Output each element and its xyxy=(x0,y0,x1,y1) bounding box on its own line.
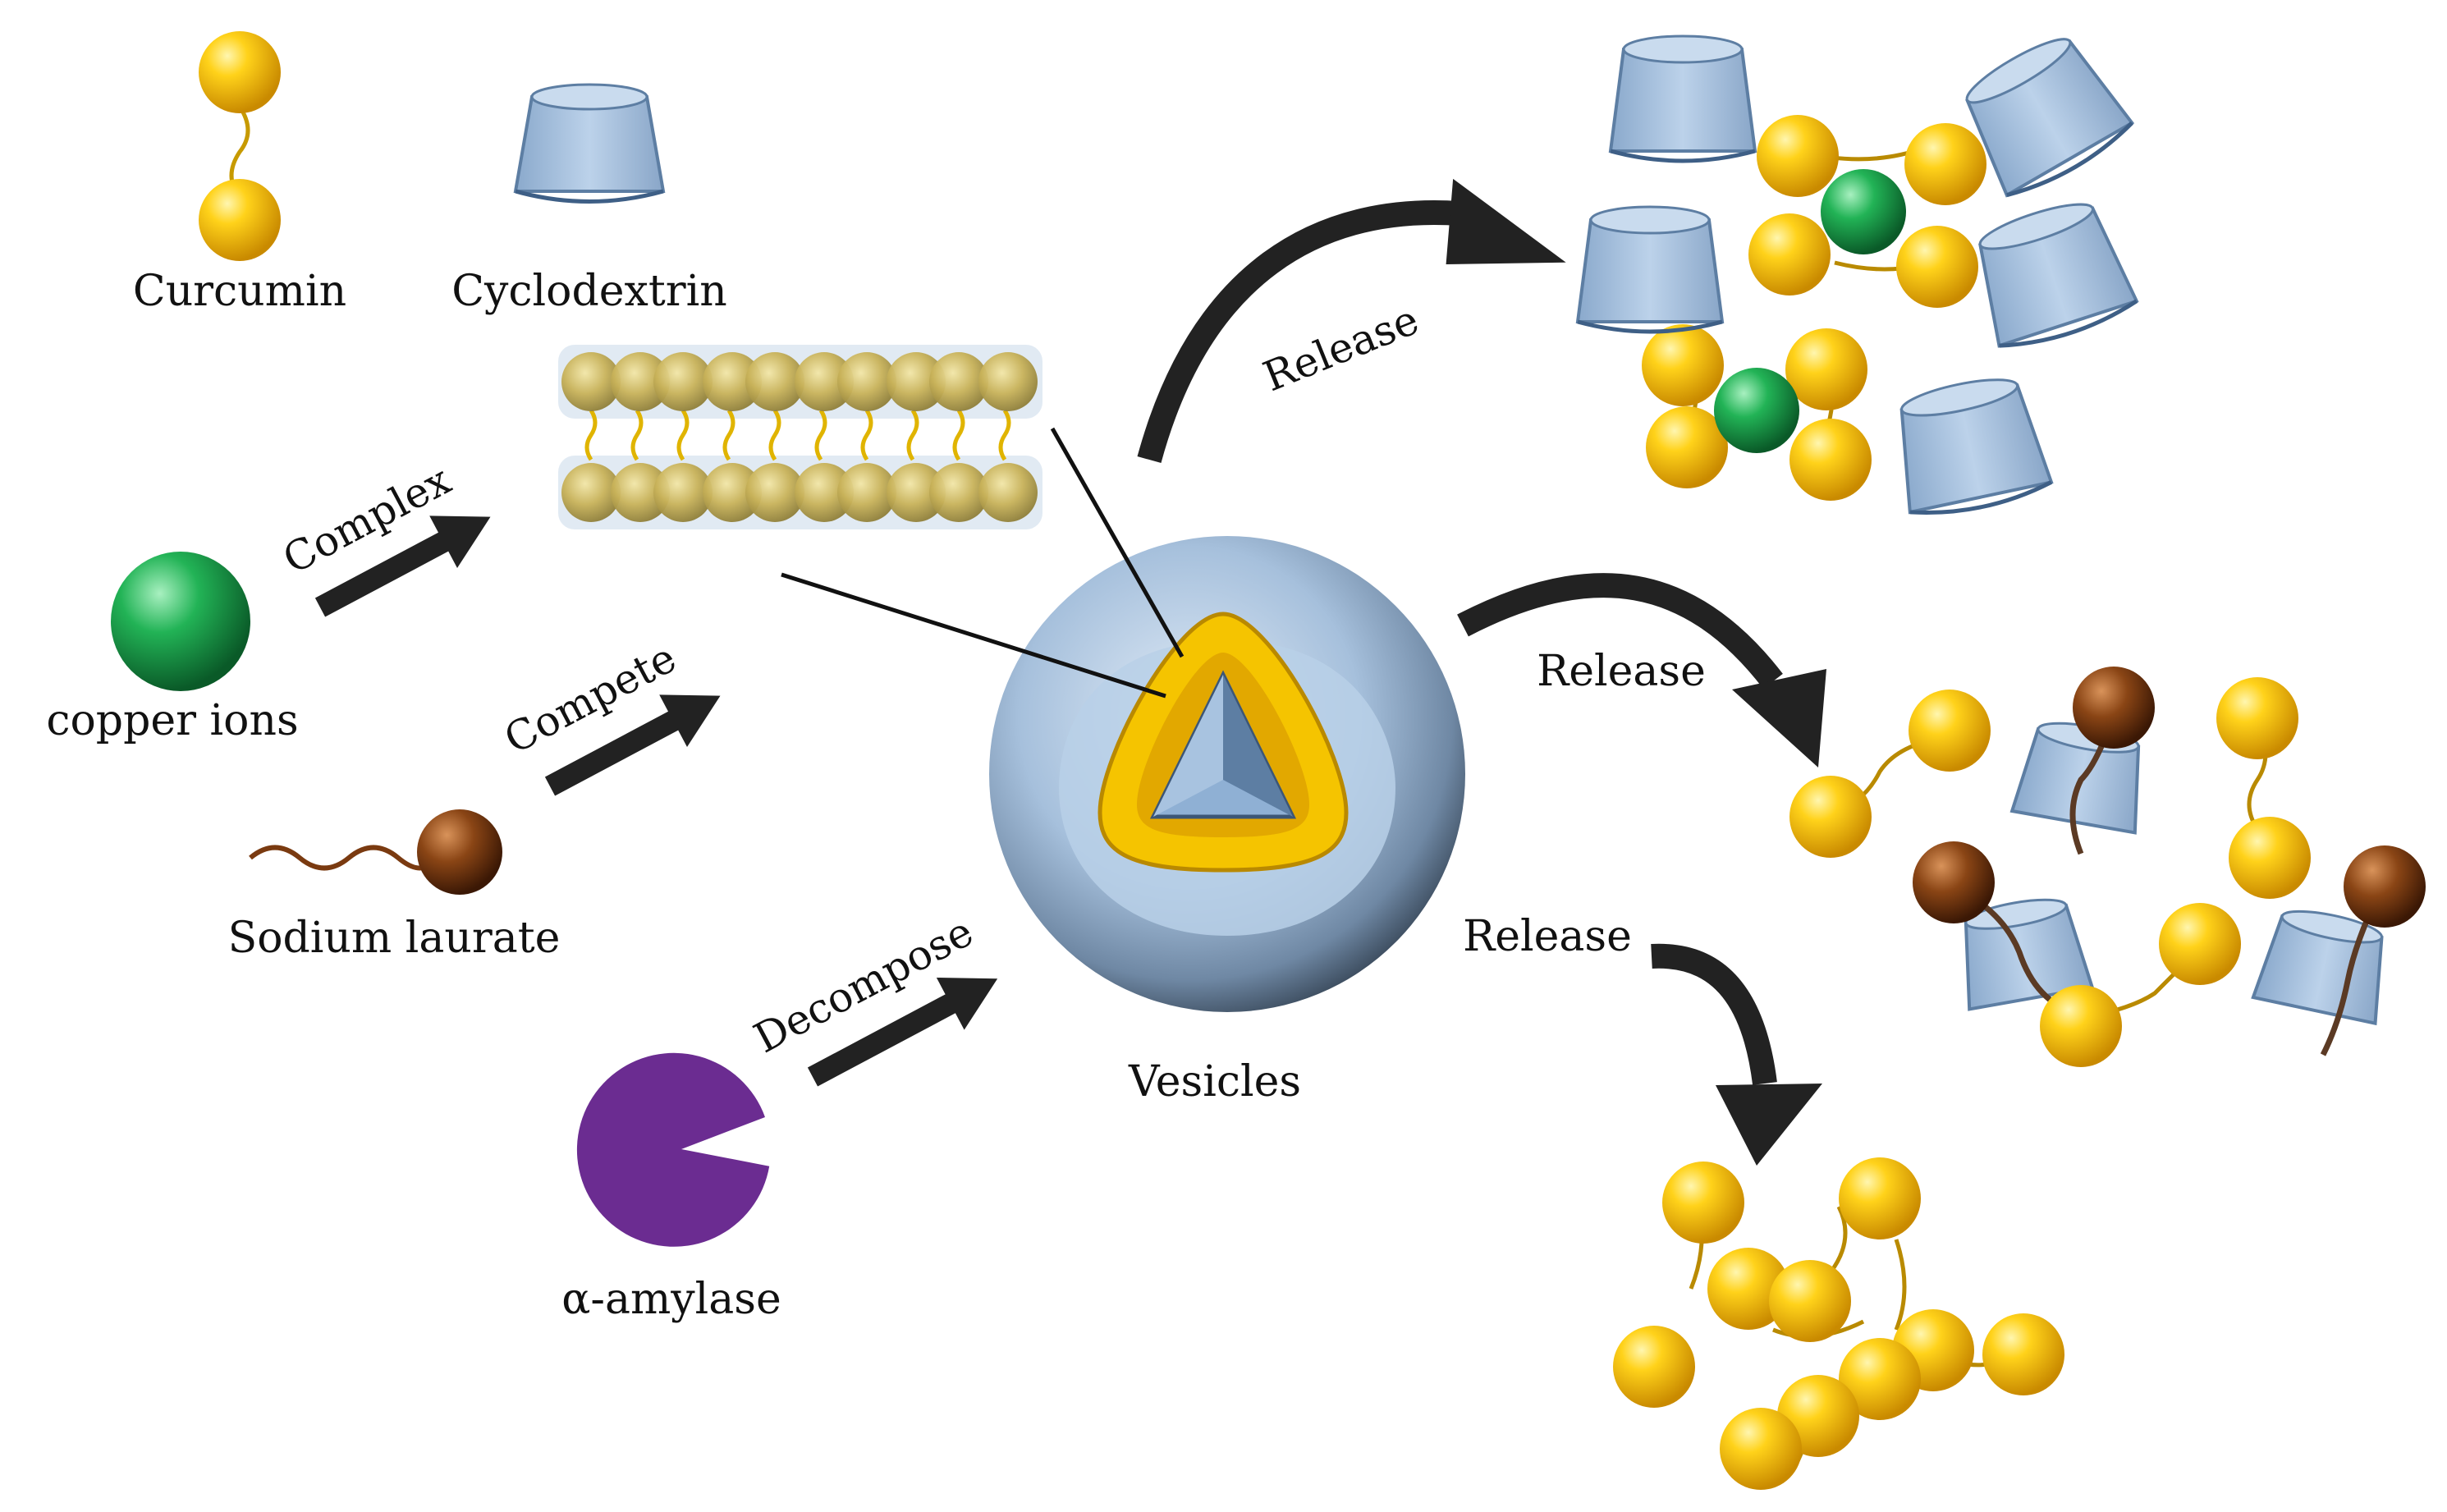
sodium-laurate-icon xyxy=(249,809,502,895)
vesicles-label: Vesicles xyxy=(1128,1057,1301,1107)
bilayer-bead xyxy=(929,352,988,411)
bilayer-bead xyxy=(837,352,896,411)
bilayer-tether xyxy=(952,409,965,461)
laurate-cd-product xyxy=(1789,667,2426,1067)
compete-label: Compete xyxy=(497,634,684,763)
bilayer-bead xyxy=(611,463,670,522)
bilayer-bead xyxy=(795,463,854,522)
curcumin-molecule-icon xyxy=(199,31,281,261)
bilayer-bead xyxy=(653,352,713,411)
complex-arrow xyxy=(314,515,491,617)
complex-label: Complex xyxy=(276,456,459,583)
release-middle-label: Release xyxy=(1537,647,1706,696)
bilayer-membrane xyxy=(558,345,1042,529)
free-curcumin-product xyxy=(1613,1157,2064,1490)
bilayer-bead xyxy=(703,463,762,522)
bilayer-bead xyxy=(978,352,1038,411)
bilayer-bead xyxy=(837,463,896,522)
bilayer-bead xyxy=(653,463,713,522)
bilayer-tether xyxy=(676,409,690,461)
bilayer-tether xyxy=(998,409,1011,461)
zoom-line-lower xyxy=(781,572,1166,699)
release-top-label: Release xyxy=(1257,296,1425,401)
alpha-amylase-icon xyxy=(576,1052,770,1247)
bilayer-tether xyxy=(906,409,919,461)
bilayer-bead xyxy=(795,352,854,411)
bilayer-bead xyxy=(561,352,621,411)
bilayer-bead xyxy=(929,463,988,522)
copper-ion-icon xyxy=(111,552,250,691)
release-arrow-bottom xyxy=(1651,943,1822,1166)
bilayer-bead xyxy=(887,352,946,411)
bilayer-tether xyxy=(722,409,735,461)
bilayer-bead xyxy=(887,463,946,522)
bilayer-bead xyxy=(561,463,621,522)
bilayer-bead xyxy=(745,463,804,522)
bilayer-bead xyxy=(745,352,804,411)
zoom-line-upper xyxy=(1050,427,1185,658)
compete-arrow xyxy=(544,694,721,796)
bilayer-bead xyxy=(611,352,670,411)
cyclodextrin-icon xyxy=(513,83,666,204)
release-bottom-label: Release xyxy=(1463,912,1632,961)
bilayer-tether xyxy=(814,409,827,461)
sodium-laurate-label: Sodium laurate xyxy=(228,914,561,963)
release-arrow-middle xyxy=(1457,573,1826,767)
bilayer-tether xyxy=(584,409,598,461)
bilayer-tether xyxy=(768,409,781,461)
alpha-amylase-label: α-amylase xyxy=(561,1275,781,1324)
bilayer-tether xyxy=(860,409,873,461)
bilayer-bead xyxy=(703,352,762,411)
cyclodextrin-label: Cyclodextrin xyxy=(451,267,727,316)
vesicle xyxy=(989,536,1465,1012)
copper-complex-product xyxy=(1575,34,2139,515)
bilayer-tether xyxy=(630,409,644,461)
bilayer-bead xyxy=(978,463,1038,522)
decompose-arrow xyxy=(807,978,998,1087)
copper-ions-label: copper ions xyxy=(46,696,298,745)
curcumin-label: Curcumin xyxy=(133,267,346,316)
release-arrow-top xyxy=(1137,178,1566,463)
